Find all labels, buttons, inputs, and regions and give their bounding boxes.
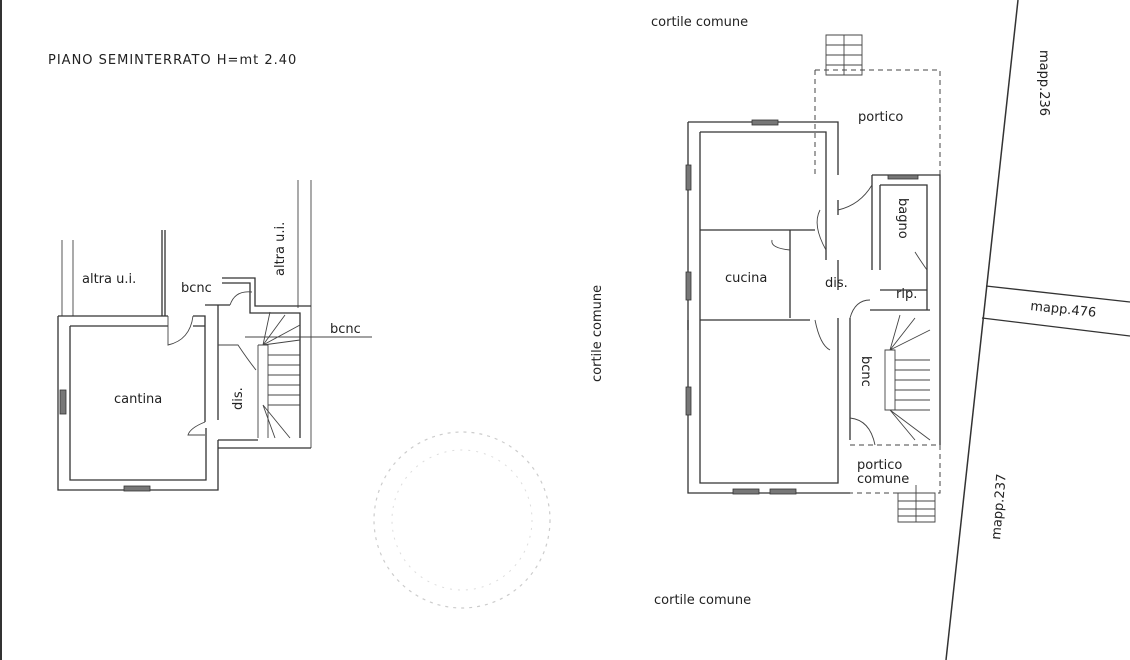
cellar-label: cantina [114, 392, 162, 407]
storage-label: rip. [896, 287, 917, 302]
courtyard-top-label: cortile comune [651, 15, 748, 30]
common-porch-label: comune [857, 472, 909, 487]
courtyard-bottom-label: cortile comune [654, 593, 751, 608]
basement-other-unit-label: altra u.i. [273, 222, 288, 276]
parcel-boundaries [945, 0, 1130, 660]
ground-plan [685, 34, 941, 523]
courtyard-left-label: cortile comune [590, 285, 605, 382]
parcel-237-label: mapp.237 [989, 473, 1010, 540]
porch-label: portico [858, 110, 903, 125]
ground-bcnc-label: bcnc [858, 356, 873, 387]
common-porch-label: portico [857, 458, 902, 473]
parcel-476-label: mapp.476 [1030, 299, 1097, 321]
stamp [373, 431, 551, 609]
parcel-236-label: mapp.236 [1036, 50, 1051, 116]
basement-plan [57, 180, 372, 492]
basement-bcnc-label: bcnc [181, 281, 212, 296]
ground-hall-label: dis. [825, 276, 848, 291]
bathroom-label: bagno [895, 198, 910, 239]
stamp-inner [391, 449, 533, 591]
basement-hall-label: dis. [231, 387, 246, 410]
plan-title: PIANO SEMINTERRATO H=mt 2.40 [48, 53, 297, 68]
kitchen-label: cucina [725, 271, 767, 286]
basement-other-unit-label: altra u.i. [82, 272, 136, 287]
basement-bcnc-label: bcnc [330, 322, 361, 337]
